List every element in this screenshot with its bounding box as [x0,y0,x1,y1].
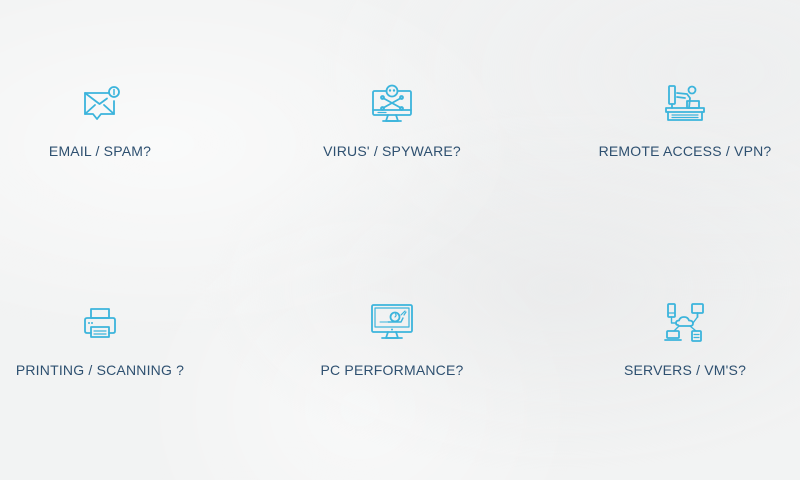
monitor-snail-icon [370,303,414,343]
service-label: SERVERS / VM'S? [623,362,747,378]
service-pc-performance[interactable]: PC PERFORMANCE? [262,303,522,378]
service-label: VIRUS' / SPYWARE? [323,143,461,159]
service-label: EMAIL / SPAM? [48,143,152,159]
person-at-desk-icon [663,84,707,124]
service-virus-spyware[interactable]: VIRUS' / SPYWARE? [262,84,522,159]
service-email-spam[interactable]: EMAIL / SPAM? [0,84,230,159]
envelope-notification-icon [78,84,122,124]
cloud-network-devices-icon [663,303,707,343]
service-label: PC PERFORMANCE? [320,362,464,378]
service-label: PRINTING / SCANNING ? [15,362,185,378]
service-remote-access-vpn[interactable]: REMOTE ACCESS / VPN? [555,84,800,159]
service-label: REMOTE ACCESS / VPN? [598,143,772,159]
service-servers-vms[interactable]: SERVERS / VM'S? [555,303,800,378]
printer-icon [78,303,122,343]
service-printing-scanning[interactable]: PRINTING / SCANNING ? [0,303,230,378]
monitor-skull-crossbones-icon [370,84,414,124]
